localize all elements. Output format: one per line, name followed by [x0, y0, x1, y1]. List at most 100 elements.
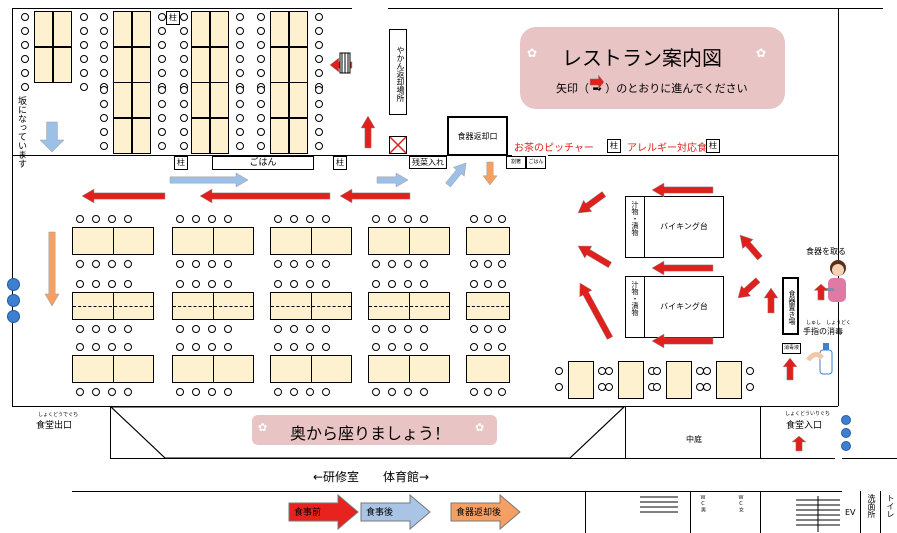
chair [80, 83, 88, 91]
sit-back-flower-right-icon: ✿ [475, 421, 485, 434]
chair [257, 142, 265, 150]
disinfect-label: 消毒液 [783, 345, 799, 351]
chair [322, 325, 330, 333]
chair [180, 100, 188, 108]
page-title: レストラン案内図 [562, 46, 722, 70]
bottom-wall-2 [585, 491, 586, 533]
table-divider [311, 356, 312, 382]
chair [100, 27, 108, 35]
chair [100, 55, 108, 63]
chair [176, 325, 184, 333]
chair [315, 41, 323, 49]
chair [498, 215, 506, 223]
red-arrow [651, 333, 714, 349]
chair [257, 55, 265, 63]
disinfectant-box: 消毒液 [782, 343, 801, 354]
ev-label: EV [845, 508, 856, 517]
legend-arrow-0 [288, 494, 359, 530]
table-cell [191, 82, 210, 118]
side-table [666, 361, 692, 399]
chair [21, 13, 29, 21]
chair [76, 388, 84, 396]
legend-label-2: 食器返却後 [456, 508, 502, 518]
wall-top [12, 8, 352, 9]
chair [322, 343, 330, 351]
red-arrow [589, 74, 605, 90]
red-arrow [813, 283, 829, 301]
chair [176, 260, 184, 268]
chair [484, 388, 492, 396]
red-arrow [739, 234, 763, 261]
no-entry-box [389, 136, 407, 154]
chair [257, 69, 265, 77]
leftover-bin: 残菜入れ [409, 156, 447, 169]
right-bottom-v2 [880, 491, 881, 533]
legend-label-1: 食事後 [366, 508, 394, 518]
blue-arrow [376, 172, 409, 188]
table-cell [270, 118, 289, 154]
red-arrow [782, 357, 798, 381]
table-cell [289, 11, 308, 47]
chair [257, 128, 265, 136]
right-bottom [842, 458, 897, 459]
pillar-mid-1: 柱 [174, 156, 188, 170]
chair [76, 280, 84, 288]
sit-back-flower-left-icon: ✿ [258, 421, 268, 434]
chair [108, 325, 116, 333]
chair [76, 325, 84, 333]
chair [180, 128, 188, 136]
chair [404, 388, 412, 396]
corridor-shape [110, 406, 625, 459]
chair [315, 86, 323, 94]
dining-table [72, 292, 154, 320]
chair [484, 215, 492, 223]
hand-sanitizer-icon [806, 343, 833, 375]
marker-circle-left-2 [7, 294, 20, 307]
table-cell [113, 82, 132, 118]
red-arrow [360, 115, 376, 149]
dining-table [466, 292, 510, 320]
right-bottom-v [860, 491, 861, 533]
stripe-marker [339, 52, 351, 74]
chair [420, 280, 428, 288]
chair [236, 69, 244, 77]
chair [176, 343, 184, 351]
chair [92, 325, 100, 333]
chair [180, 27, 188, 35]
dining-table [466, 227, 510, 255]
chair [404, 215, 412, 223]
chair [92, 388, 100, 396]
wall-upper-divider [12, 155, 512, 156]
dining-table [172, 292, 254, 320]
chair [555, 367, 563, 375]
chair [388, 260, 396, 268]
chair [420, 388, 428, 396]
chair [108, 343, 116, 351]
subtitle: 矢印（ ➡ ）のとおりに進んでください [556, 82, 748, 95]
table-cell [113, 11, 132, 47]
corridor-right [760, 406, 761, 458]
chair [92, 280, 100, 288]
chair [180, 142, 188, 150]
dining-table [368, 355, 450, 383]
chair [236, 13, 244, 21]
chair [224, 260, 232, 268]
chair [653, 383, 661, 391]
table-divider [113, 228, 114, 254]
chair [290, 388, 298, 396]
chair [315, 55, 323, 63]
chair [100, 69, 108, 77]
chair [236, 114, 244, 122]
chair [92, 343, 100, 351]
table-divider [113, 356, 114, 382]
side-table [568, 361, 594, 399]
chair [124, 260, 132, 268]
chair [224, 325, 232, 333]
kettle-return: やかん返却場所 [389, 29, 407, 115]
chair [484, 260, 492, 268]
table-divider [213, 356, 214, 382]
chair [388, 388, 396, 396]
chair [192, 280, 200, 288]
red-arrow [791, 435, 807, 452]
table-cell [132, 118, 151, 154]
